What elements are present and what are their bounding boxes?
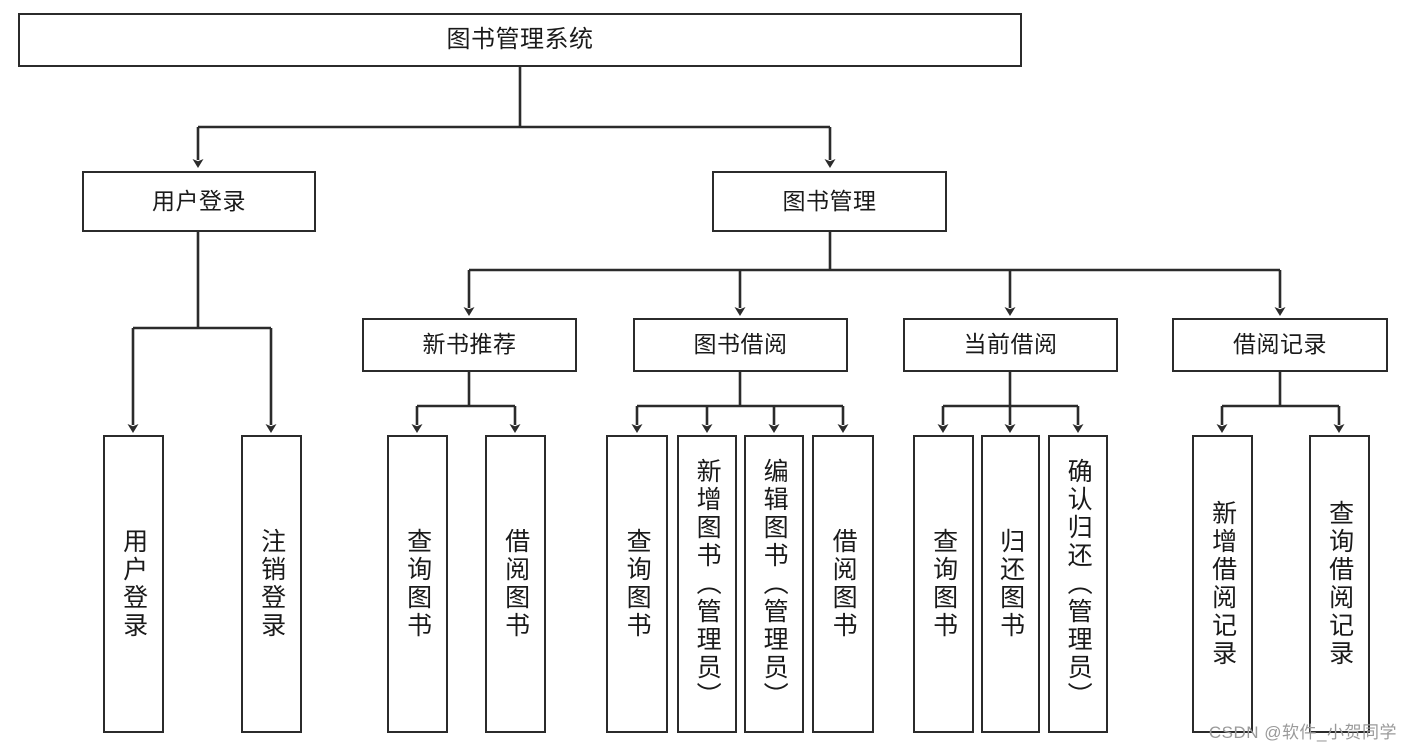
node-leaf-add-record[interactable]: 新增借阅记录: [1192, 435, 1253, 733]
node-borrow-record[interactable]: 借阅记录: [1172, 318, 1388, 372]
node-new-book-rec-label: 新书推荐: [422, 331, 517, 358]
node-borrow-record-label: 借阅记录: [1233, 331, 1327, 358]
node-leaf-borrow-book-2[interactable]: 借阅图书: [812, 435, 874, 733]
node-book-manage-label: 图书管理: [782, 187, 877, 214]
node-leaf-query-book-2[interactable]: 查询图书: [606, 435, 668, 733]
node-leaf-logout-login[interactable]: 注销登录: [241, 435, 302, 733]
node-leaf-user-login[interactable]: 用户登录: [103, 435, 164, 733]
node-leaf-confirm-return[interactable]: 确认归还（管理员）: [1048, 435, 1108, 733]
node-leaf-borrow-book-1[interactable]: 借阅图书: [485, 435, 546, 733]
node-current-borrow-label: 当前借阅: [963, 331, 1058, 358]
node-leaf-query-book-1-label: 查询图书: [403, 528, 432, 640]
node-leaf-query-book-3[interactable]: 查询图书: [913, 435, 974, 733]
csdn-watermark: CSDN @软件_小贺同学: [1208, 723, 1397, 742]
node-book-borrow-label: 图书借阅: [693, 331, 788, 358]
node-leaf-add-book[interactable]: 新增图书（管理员）: [677, 435, 737, 733]
node-leaf-confirm-return-label: 确认归还（管理员）: [1064, 458, 1093, 710]
node-root-label: 图书管理系统: [446, 25, 594, 53]
node-leaf-query-record[interactable]: 查询借阅记录: [1309, 435, 1370, 733]
node-current-borrow[interactable]: 当前借阅: [903, 318, 1118, 372]
node-leaf-query-book-1[interactable]: 查询图书: [387, 435, 448, 733]
node-leaf-query-record-label: 查询借阅记录: [1325, 500, 1354, 668]
node-new-book-rec[interactable]: 新书推荐: [362, 318, 577, 372]
node-leaf-return-book-label: 归还图书: [996, 528, 1025, 640]
node-leaf-add-book-label: 新增图书（管理员）: [693, 458, 722, 710]
node-leaf-query-book-3-label: 查询图书: [929, 528, 958, 640]
node-leaf-user-login-label: 用户登录: [119, 528, 148, 640]
node-leaf-add-record-label: 新增借阅记录: [1208, 500, 1237, 668]
node-root[interactable]: 图书管理系统: [18, 13, 1022, 67]
node-leaf-return-book[interactable]: 归还图书: [981, 435, 1040, 733]
node-book-manage[interactable]: 图书管理: [712, 171, 947, 232]
node-leaf-logout-login-label: 注销登录: [257, 528, 286, 640]
node-leaf-query-book-2-label: 查询图书: [623, 528, 652, 640]
node-book-borrow[interactable]: 图书借阅: [633, 318, 848, 372]
node-user-login[interactable]: 用户登录: [82, 171, 316, 232]
node-leaf-edit-book-label: 编辑图书（管理员）: [760, 458, 789, 710]
node-leaf-borrow-book-1-label: 借阅图书: [501, 528, 530, 640]
node-leaf-edit-book[interactable]: 编辑图书（管理员）: [744, 435, 804, 733]
node-user-login-label: 用户登录: [152, 187, 246, 214]
node-leaf-borrow-book-2-label: 借阅图书: [829, 528, 858, 640]
